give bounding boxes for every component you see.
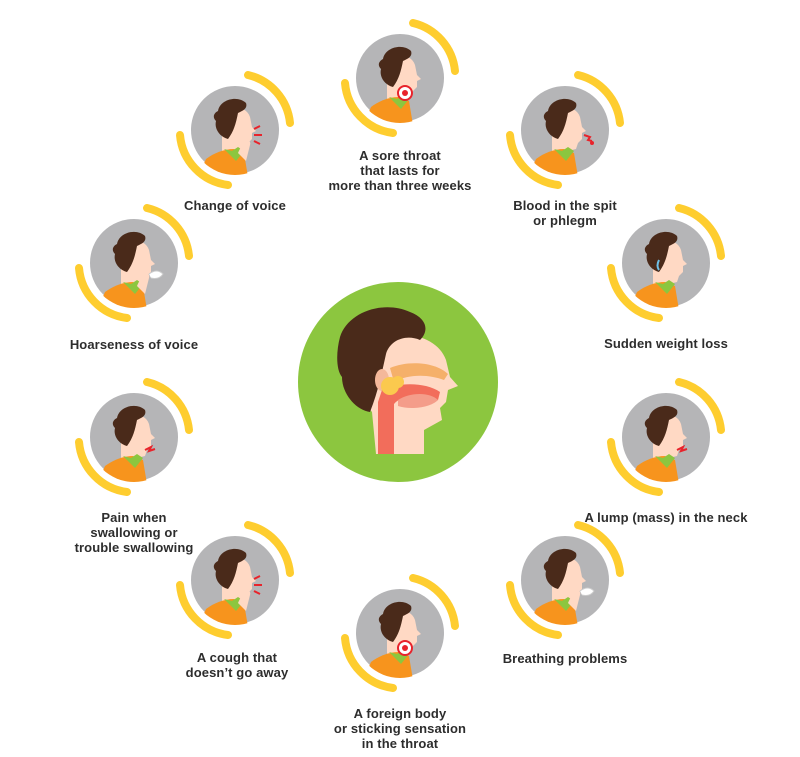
symptom-label-hoarseness: Hoarseness of voice (34, 337, 234, 352)
symptom-node-cough (176, 521, 294, 639)
symptom-node-voice-change (176, 71, 294, 189)
symptom-node-breathing (506, 521, 624, 639)
symptom-node-swallowing (75, 378, 193, 496)
symptom-label-line: Pain when (101, 510, 167, 525)
symptom-label-line: Change of voice (184, 198, 286, 213)
symptom-label-line: trouble swallowing (74, 540, 194, 555)
symptom-label-neck-lump: A lump (mass) in the neck (566, 510, 766, 525)
symptom-label-breathing: Breathing problems (465, 651, 665, 666)
symptom-node-foreign-body (341, 574, 459, 692)
blood-spit-icon (506, 71, 624, 189)
breathing-icon (506, 521, 624, 639)
symptom-node-blood-spit (506, 71, 624, 189)
symptom-node-sore-throat (341, 19, 459, 137)
symptom-label-line: A foreign body (353, 706, 447, 721)
swallow-pain-icon (75, 378, 193, 496)
symptom-label-voice-change: Change of voice (135, 198, 335, 213)
symptom-label-line: Breathing problems (502, 651, 628, 666)
hoarse-voice-icon (75, 204, 193, 322)
symptom-label-line: swallowing or (90, 525, 178, 540)
symptom-node-neck-lump (607, 378, 725, 496)
cough-icon (176, 521, 294, 639)
voice-change-icon (176, 71, 294, 189)
symptom-label-line: or phlegm (533, 213, 597, 228)
symptom-label-line: Hoarseness of voice (69, 337, 199, 352)
symptom-label-line: A cough that (196, 650, 278, 665)
throat-sticking-icon (341, 574, 459, 692)
symptom-label-line: that lasts for (360, 163, 440, 178)
symptom-label-line: in the throat (361, 736, 439, 751)
symptom-node-weight-loss (607, 204, 725, 322)
head-throat-anatomy-icon (298, 282, 498, 482)
symptom-label-line: doesn’t go away (185, 665, 289, 680)
throat-pain-icon (341, 19, 459, 137)
symptom-label-line: more than three weeks (328, 178, 472, 193)
symptom-label-line: Sudden weight loss (604, 336, 728, 351)
weight-loss-icon (607, 204, 725, 322)
symptom-label-line: Blood in the spit (513, 198, 617, 213)
center-anatomy (298, 282, 498, 482)
symptom-node-hoarseness (75, 204, 193, 322)
symptom-label-line: or sticking sensation (333, 721, 467, 736)
symptom-label-weight-loss: Sudden weight loss (566, 336, 766, 351)
symptom-label-line: A sore throat (359, 148, 441, 163)
neck-lump-icon (607, 378, 725, 496)
symptom-label-line: A lump (mass) in the neck (584, 510, 748, 525)
